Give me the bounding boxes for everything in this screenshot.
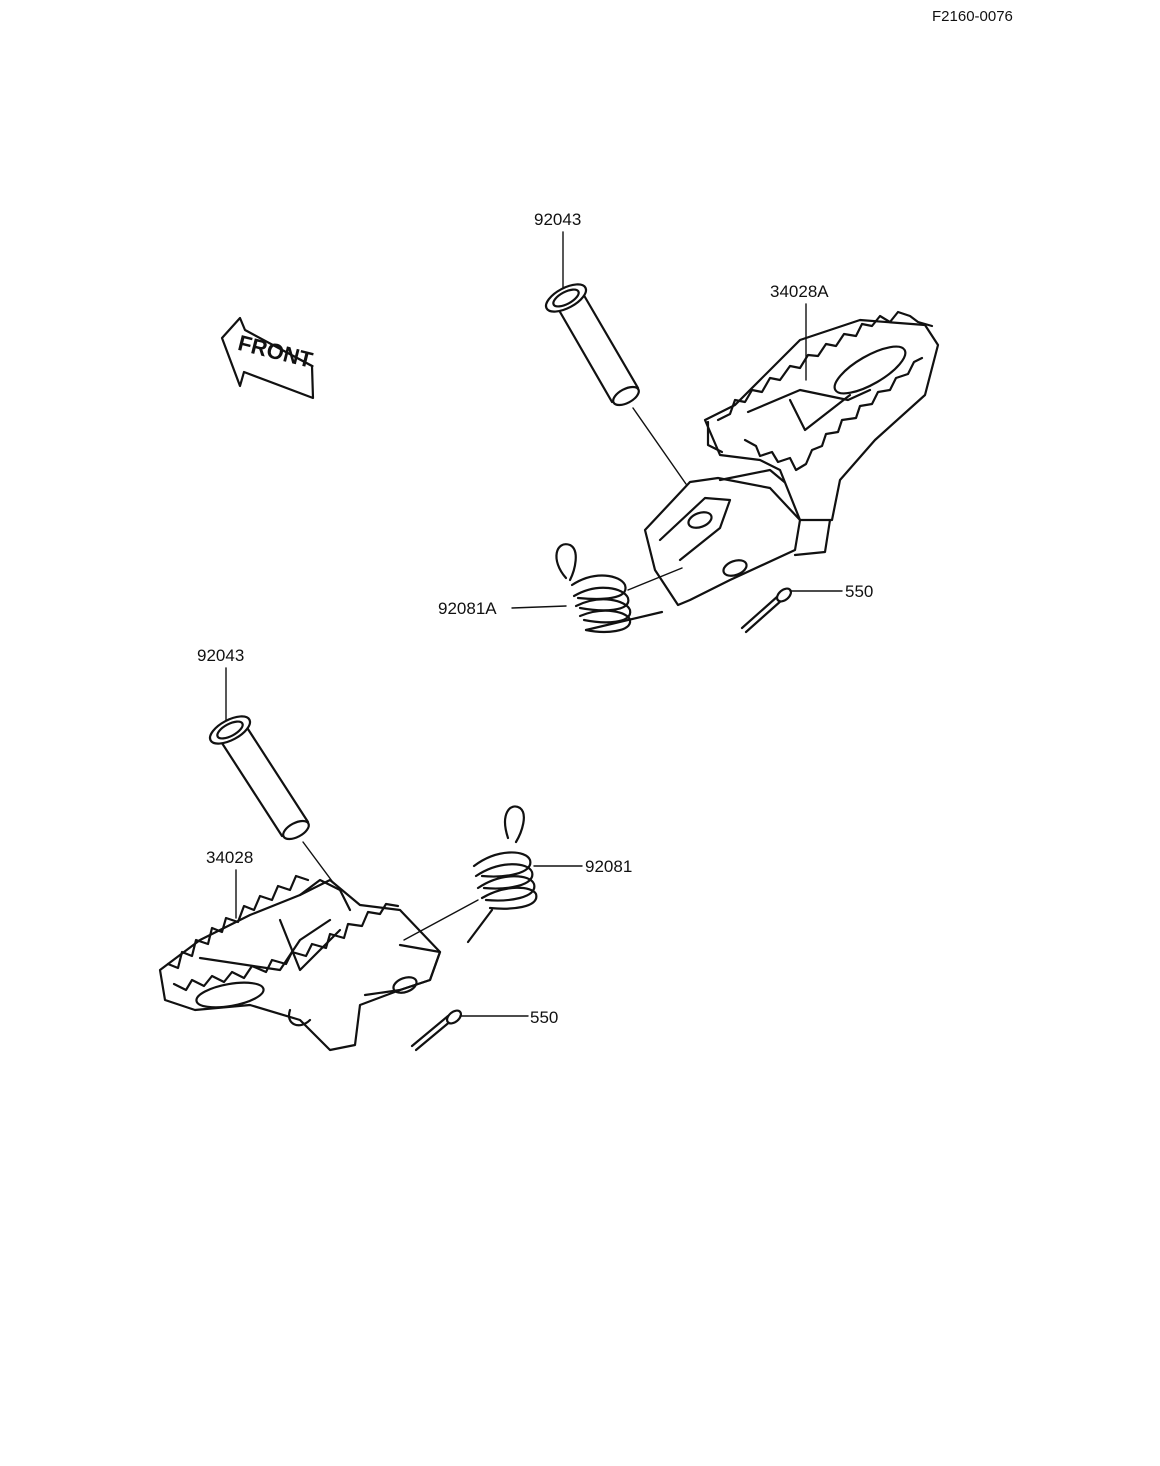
lower-footpeg-34028-icon: [158, 874, 442, 1052]
upper-spring-label: 92081A: [438, 599, 497, 618]
lower-spring-assembly-line: [403, 899, 479, 941]
upper-pin-label: 92043: [534, 210, 581, 229]
lower-cotter-pin-550-icon: [410, 1009, 463, 1052]
lower-spring-92081-icon: [466, 805, 538, 944]
upper-pin-assembly-line: [632, 407, 687, 485]
upper-cotter-label: 550: [845, 582, 873, 601]
upper-spring-leader: [511, 605, 567, 609]
lower-pin-label: 92043: [197, 646, 244, 665]
front-arrow-label: FRONT: [236, 330, 316, 373]
lower-assembly: 92043 34028 92081: [158, 646, 632, 1052]
front-arrow-icon: FRONT: [220, 316, 316, 400]
upper-pin-92043-icon: [544, 283, 640, 407]
upper-cotter-pin-550-icon: [740, 587, 793, 634]
drawing-code: F2160-0076: [932, 8, 1013, 25]
upper-assembly: 92043 34028A: [438, 210, 940, 634]
upper-spring-92081A-icon: [555, 543, 664, 633]
upper-spring-assembly-line: [627, 567, 683, 591]
upper-footpeg-34028A-icon: [643, 310, 940, 607]
lower-cotter-label: 550: [530, 1008, 558, 1027]
upper-footpeg-label: 34028A: [770, 282, 829, 301]
lower-pin-92043-icon: [208, 715, 310, 841]
lower-footpeg-label: 34028: [206, 848, 253, 867]
lower-spring-label: 92081: [585, 857, 632, 876]
